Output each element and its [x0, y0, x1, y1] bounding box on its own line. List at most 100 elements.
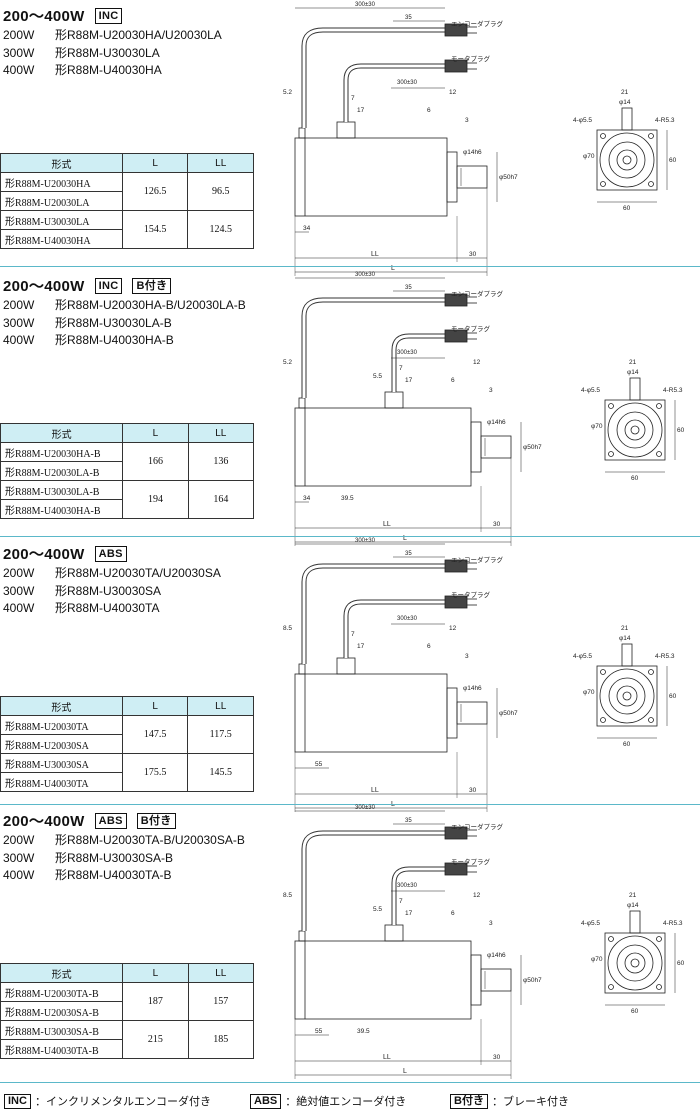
- length-L-cell: 154.5: [121, 210, 189, 249]
- dimension-label: 4-R5.3: [663, 387, 683, 394]
- model-line: 200W 形R88M-U20030TA/U20030SA: [3, 565, 221, 583]
- encoder-plug-label: エンコーダプラグ: [451, 19, 504, 28]
- front-flange: [604, 399, 666, 461]
- dimension-label: 17: [405, 910, 413, 917]
- motor-body: [294, 940, 472, 1020]
- dimension-label: 300±30: [397, 616, 418, 622]
- mounting-hole: [648, 181, 654, 187]
- table-row: 形R88M-U40030TA-B: [0, 1039, 254, 1059]
- dimension-label: 30: [493, 521, 501, 528]
- legend-item: INC：インクリメンタルエンコーダ付き: [4, 1093, 211, 1109]
- dimension-label: 21: [629, 892, 637, 899]
- encoder-plug-label: エンコーダプラグ: [451, 289, 504, 298]
- dimension-label: 4-R5.3: [655, 653, 675, 660]
- model-wattage: 200W: [3, 566, 35, 580]
- length-L-cell: 194: [122, 480, 189, 519]
- dimension-label: 30: [469, 251, 477, 258]
- dimension-label: LL: [371, 251, 379, 258]
- motor-plug-label: モータプラグ: [451, 590, 491, 599]
- dimension-label: 3: [465, 653, 469, 660]
- dimension-label: 35: [405, 285, 412, 291]
- model-name: 形R88M-U20030TA/U20030SA: [55, 566, 221, 580]
- length-L-cell: 166: [122, 442, 189, 481]
- model-cell: 形R88M-U40030TA-B: [0, 1039, 124, 1059]
- motor-plug: [444, 595, 468, 609]
- front-flange: [596, 665, 658, 727]
- dimension-label: 60: [669, 693, 677, 700]
- shaft-diameter-label: φ14h6: [463, 685, 482, 692]
- section-divider: [0, 266, 700, 267]
- length-LL-cell: 145.5: [187, 753, 254, 792]
- model-wattage: 200W: [3, 298, 35, 312]
- dimension-label: φ14: [619, 635, 631, 642]
- option-badge: ABS: [94, 812, 127, 829]
- model-name: 形R88M-U30030LA-B: [55, 315, 172, 330]
- dimension-label: 60: [623, 741, 631, 748]
- dimension-label: 39.5: [357, 1028, 370, 1035]
- power-range: 200～400W: [3, 546, 85, 563]
- dimension-label: 12: [449, 89, 457, 96]
- dimension-label: 34: [303, 495, 311, 502]
- dimension-label: 4-R5.3: [663, 920, 683, 927]
- dimension-label: L: [403, 1068, 407, 1075]
- model-cell: 形R88M-U30030SA-B: [0, 1020, 124, 1040]
- dimension-label: φ70: [583, 689, 595, 696]
- mounting-hole: [608, 984, 614, 990]
- motor-flange: [446, 687, 458, 739]
- length-LL-cell: 96.5: [187, 172, 254, 211]
- front-flange: [596, 129, 658, 191]
- model-cell: 形R88M-U40030HA: [0, 229, 123, 249]
- mounting-hole: [600, 133, 606, 139]
- dimension-label: 6: [427, 107, 431, 114]
- table-header-cell: L: [122, 423, 189, 443]
- model-cell: 形R88M-U40030TA: [0, 772, 123, 792]
- section-divider: [0, 536, 700, 537]
- dimension-label: 60: [677, 427, 685, 434]
- dimension-label: 12: [449, 625, 457, 632]
- dimension-label: 60: [677, 960, 685, 967]
- table-header-cell: L: [122, 963, 189, 983]
- motor-plug: [444, 329, 468, 343]
- mounting-hole: [656, 984, 662, 990]
- dimension-label: 5.5: [373, 373, 382, 380]
- legend-text: ：インクリメンタルエンコーダ付き: [34, 1096, 211, 1108]
- model-wattage: 300W: [3, 850, 35, 865]
- length-L-cell: 175.5: [121, 753, 189, 792]
- model-wattage: 400W: [3, 63, 35, 77]
- dimension-label: 300±30: [355, 2, 376, 8]
- legend-item: B付き：ブレーキ付き: [450, 1093, 569, 1109]
- model-cell: 形R88M-U30030SA: [0, 753, 123, 773]
- dimension-label: 35: [405, 15, 412, 21]
- motor-cable: [391, 333, 445, 392]
- model-wattage: 400W: [3, 868, 35, 882]
- dimension-label: 17: [405, 377, 413, 384]
- section-divider: [0, 804, 700, 805]
- dimension-label: 60: [669, 157, 677, 164]
- motor-plug: [444, 59, 468, 73]
- legend-badge: INC: [4, 1093, 31, 1109]
- length-L-cell: 187: [122, 982, 189, 1021]
- table-row: 形R88M-U40030HA: [0, 229, 254, 249]
- model-wattage: 300W: [3, 45, 35, 60]
- legend-badge: ABS: [250, 1093, 282, 1109]
- dimension-label: φ14: [627, 369, 639, 376]
- dimension-label: 5.2: [283, 89, 292, 96]
- dimension-label: L: [391, 265, 395, 272]
- model-wattage: 300W: [3, 583, 35, 598]
- mounting-hole: [600, 181, 606, 187]
